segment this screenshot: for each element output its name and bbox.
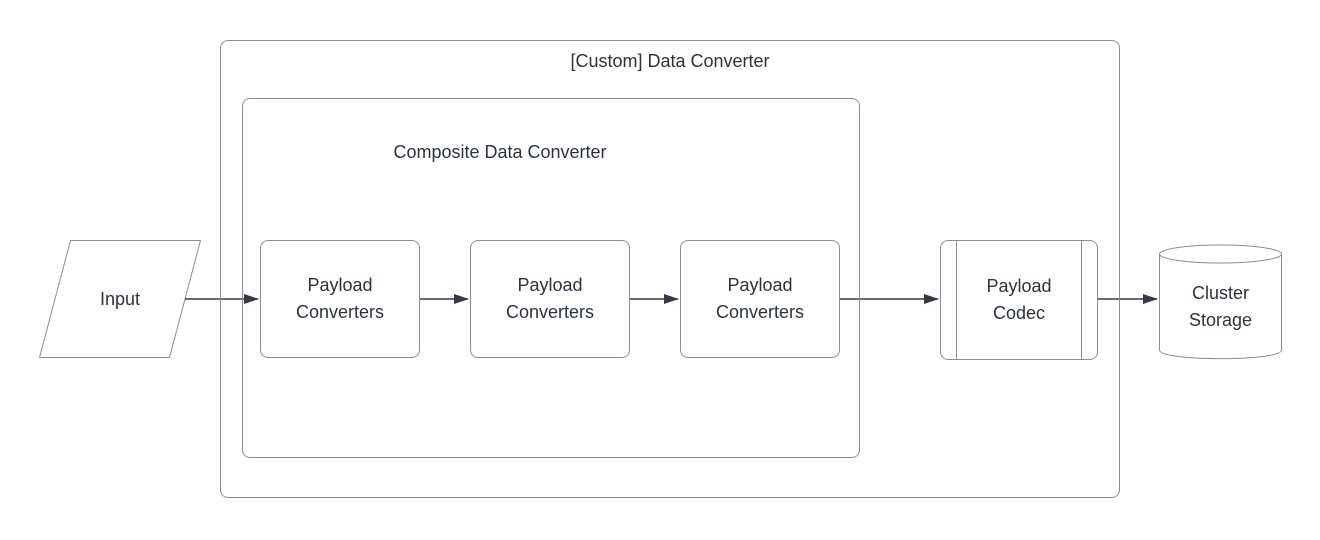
node-payload-codec-label: Payload Codec bbox=[986, 276, 1052, 323]
custom-data-converter-group-label: [Custom] Data Converter bbox=[570, 51, 770, 71]
custom-data-converter-group bbox=[220, 40, 1120, 498]
node-input-label: Input bbox=[99, 288, 141, 309]
node-payload-converter-1-label: Payload Converters bbox=[295, 275, 385, 322]
node-payload-converter-3: Payload Converters bbox=[680, 240, 840, 358]
input-parallelogram-shape bbox=[39, 240, 201, 358]
node-payload-converter-3-label: Payload Converters bbox=[715, 275, 805, 322]
codec-side-bar-left bbox=[956, 241, 957, 359]
node-payload-converter-2: Payload Converters bbox=[470, 240, 630, 358]
cluster-storage-cylinder-body bbox=[1159, 254, 1282, 360]
composite-data-converter-group-label: Composite Data Converter bbox=[393, 142, 607, 162]
node-cluster-storage-label: Cluster Storage bbox=[1188, 283, 1253, 330]
node-payload-converter-2-label: Payload Converters bbox=[505, 275, 595, 322]
node-payload-converter-1: Payload Converters bbox=[260, 240, 420, 358]
codec-side-bar-right bbox=[1081, 241, 1082, 359]
node-payload-codec: Payload Codec bbox=[940, 240, 1098, 360]
composite-data-converter-group bbox=[242, 98, 860, 458]
cluster-storage-cylinder-top bbox=[1159, 244, 1282, 264]
